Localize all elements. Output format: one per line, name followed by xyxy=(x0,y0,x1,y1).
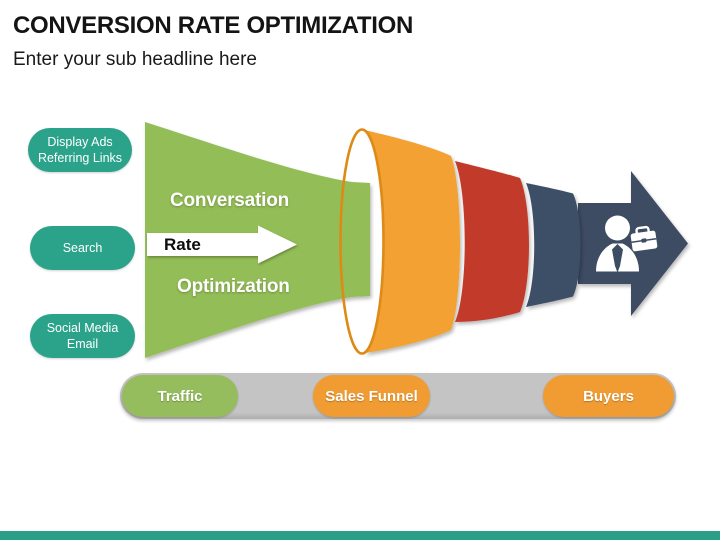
footer-accent-strip xyxy=(0,531,720,540)
source-pill-label: Social Media Email xyxy=(46,320,119,351)
funnel-stage-slate xyxy=(526,183,581,307)
stage-pill-label: Sales Funnel xyxy=(325,387,418,405)
source-pill-search: Search xyxy=(30,226,135,270)
funnel-label-optimization: Optimization xyxy=(177,276,290,297)
stage-timeline-bar: Traffic Sales Funnel Buyers xyxy=(120,373,676,419)
source-pill-label: Display Ads Referring Links xyxy=(37,134,123,165)
funnel-mouth-ring xyxy=(339,128,385,355)
source-pill-social-media: Social Media Email xyxy=(30,314,135,358)
funnel-stage-red xyxy=(455,161,529,322)
stage-pill-buyers: Buyers xyxy=(543,375,674,417)
page-subtitle: Enter your sub headline here xyxy=(13,49,257,70)
businessman-briefcase-icon xyxy=(596,215,658,273)
source-pill-display-ads: Display Ads Referring Links xyxy=(28,128,132,172)
stage-pill-label: Traffic xyxy=(157,387,203,405)
page-title: CONVERSION RATE OPTIMIZATION xyxy=(13,12,414,39)
funnel-label-rate: Rate xyxy=(164,235,201,254)
stage-pill-sales-funnel: Sales Funnel xyxy=(313,375,430,417)
funnel-label-conversation: Conversation xyxy=(170,190,290,211)
funnel-stage-orange xyxy=(362,129,460,354)
rate-arrow-icon xyxy=(147,225,297,264)
source-pill-label: Search xyxy=(62,240,103,255)
stage-pill-label: Buyers xyxy=(583,387,634,405)
stage-pill-traffic: Traffic xyxy=(122,375,238,417)
